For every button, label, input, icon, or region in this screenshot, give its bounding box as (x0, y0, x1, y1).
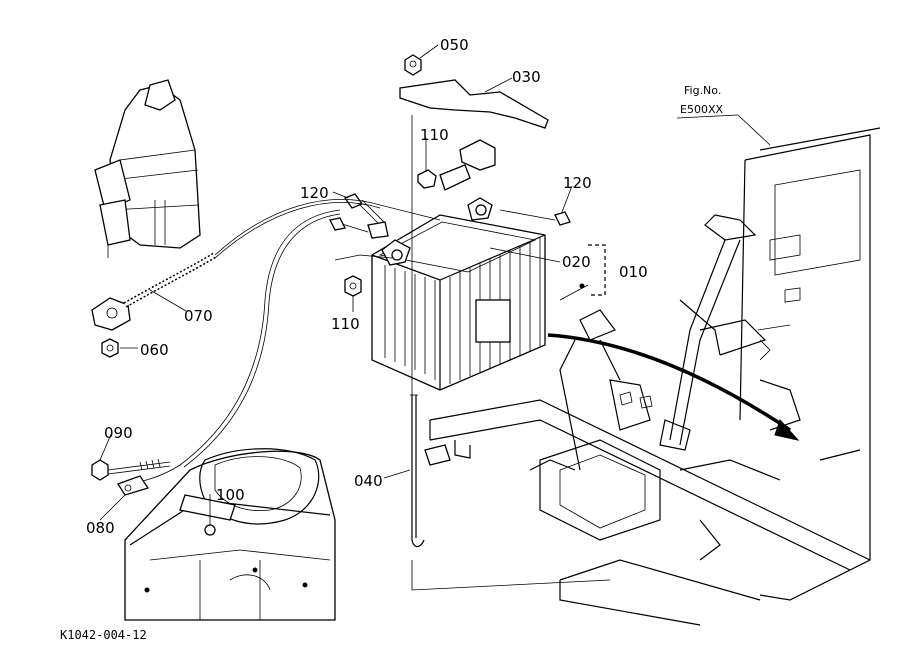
battery (371, 197, 546, 391)
bolt-120-right (499, 209, 571, 226)
callout-110-lower: 110 (331, 315, 360, 333)
nut-060 (101, 338, 119, 358)
fig-number: E500XX (680, 103, 723, 116)
callout-050: 050 (440, 36, 469, 54)
leader-lines (99, 44, 771, 591)
callout-040: 040 (354, 472, 383, 490)
nut-110-lower (344, 275, 362, 297)
group-bracket-010 (579, 244, 606, 296)
starter-motor (94, 79, 201, 258)
fig-label: Fig.No. (684, 84, 721, 97)
install-arrow (547, 333, 800, 441)
callout-110-top: 110 (420, 126, 449, 144)
terminal-boot (417, 139, 496, 191)
callout-060: 060 (140, 341, 169, 359)
battery-holder (399, 79, 549, 129)
callout-020: 020 (562, 253, 591, 271)
bolt-120-left (329, 193, 389, 239)
starter-cable (91, 199, 441, 331)
hold-down-rod (410, 394, 425, 548)
callout-080: 080 (86, 519, 115, 537)
callout-120-left: 120 (300, 184, 329, 202)
engine (124, 448, 336, 621)
callout-030: 030 (512, 68, 541, 86)
callout-100: 100 (216, 486, 245, 504)
control-lever (659, 214, 767, 451)
bolt-090 (91, 458, 171, 481)
drawing-code: K1042-004-12 (60, 628, 147, 642)
callout-090: 090 (104, 424, 133, 442)
tractor-frame (424, 127, 881, 626)
callout-070: 070 (184, 307, 213, 325)
terminal-080 (117, 475, 150, 496)
callout-120-right: 120 (563, 174, 592, 192)
callout-010: 010 (619, 263, 648, 281)
ground-cable (124, 209, 341, 486)
nut-050 (404, 54, 422, 76)
